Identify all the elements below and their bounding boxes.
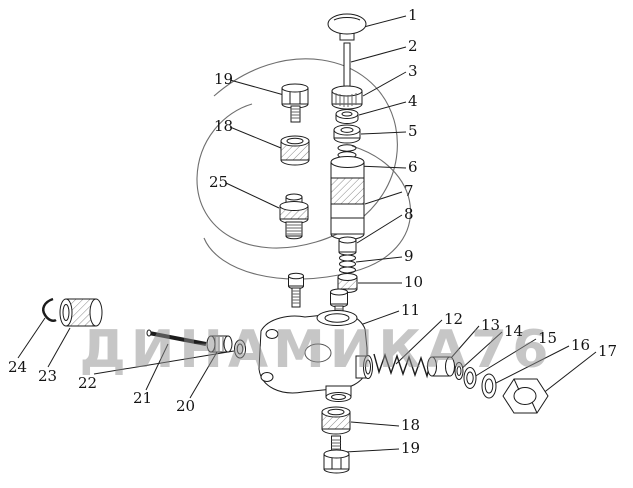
callout-16: 16 bbox=[571, 336, 591, 354]
callout-14: 14 bbox=[504, 322, 524, 340]
part-bolt-small-a bbox=[288, 272, 304, 308]
callout-12: 12 bbox=[444, 310, 464, 328]
part-bushing-18-left bbox=[280, 135, 310, 166]
part-washer-4 bbox=[335, 109, 359, 124]
callout-15: 15 bbox=[538, 329, 558, 347]
callout-4: 4 bbox=[408, 92, 418, 110]
part-gland-nut-5 bbox=[333, 124, 361, 144]
callout-24: 24 bbox=[8, 358, 28, 376]
part-plug-17 bbox=[502, 378, 549, 414]
callout-1: 1 bbox=[408, 6, 418, 24]
callout-25: 25 bbox=[209, 173, 229, 191]
part-bolt-19-bottom bbox=[323, 435, 350, 474]
callout-9: 9 bbox=[404, 247, 414, 265]
part-plunger-13 bbox=[427, 356, 455, 377]
part-fitting-20 bbox=[206, 335, 233, 353]
callout-19-bottom: 19 bbox=[401, 439, 421, 457]
callout-13: 13 bbox=[481, 316, 501, 334]
part-spring-9 bbox=[339, 254, 356, 274]
callout-5: 5 bbox=[408, 122, 418, 140]
callout-11: 11 bbox=[401, 301, 421, 319]
part-cotter-pin-24 bbox=[42, 297, 57, 323]
callout-18-left: 18 bbox=[214, 117, 234, 135]
callout-21: 21 bbox=[133, 389, 153, 407]
callout-23: 23 bbox=[38, 367, 58, 385]
part-spring-12 bbox=[373, 352, 432, 379]
part-washer-14 bbox=[454, 362, 464, 380]
part-union-25 bbox=[279, 193, 309, 240]
callout-3: 3 bbox=[408, 62, 418, 80]
part-rod-21 bbox=[146, 329, 207, 346]
part-bolt-19-left bbox=[281, 83, 309, 123]
callout-20: 20 bbox=[176, 397, 196, 415]
part-cap bbox=[327, 13, 367, 41]
part-nut-18-bottom bbox=[321, 406, 351, 435]
part-washer-22 bbox=[234, 339, 246, 359]
part-valve-body-7 bbox=[330, 156, 365, 240]
callout-2: 2 bbox=[408, 37, 418, 55]
part-ring-16 bbox=[481, 373, 497, 399]
callout-17: 17 bbox=[598, 342, 618, 360]
callout-22: 22 bbox=[78, 374, 98, 392]
callout-7: 7 bbox=[404, 182, 414, 200]
part-main-housing-11 bbox=[258, 310, 373, 402]
part-guide-8 bbox=[338, 236, 357, 256]
callout-18-bottom: 18 bbox=[401, 416, 421, 434]
callout-10: 10 bbox=[404, 273, 424, 291]
callout-8: 8 bbox=[404, 205, 414, 223]
part-bushing-23 bbox=[59, 298, 103, 327]
callout-19-left: 19 bbox=[214, 70, 234, 88]
part-knurled-nut bbox=[331, 85, 363, 110]
leader-lines bbox=[17, 15, 597, 453]
part-ring-15 bbox=[463, 367, 477, 389]
callout-6: 6 bbox=[408, 158, 418, 176]
